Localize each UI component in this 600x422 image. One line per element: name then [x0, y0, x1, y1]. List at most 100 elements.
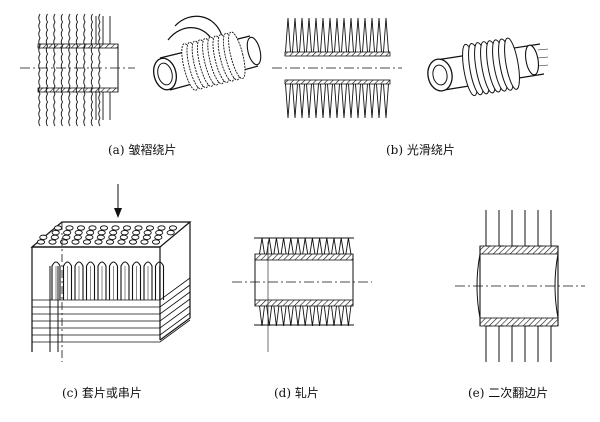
smooth-fin-bottom: [327, 83, 333, 119]
fin-hole: [143, 230, 152, 236]
rolled-fin-bottom: [273, 305, 280, 327]
fin-hole: [151, 239, 161, 245]
fin-hole: [119, 234, 128, 240]
fin-hole: [105, 239, 115, 245]
rolled-fin-bottom: [302, 305, 309, 327]
rolled-fin-top: [266, 237, 273, 255]
rolled-fin-bottom: [316, 305, 323, 327]
smooth-fin-bottom: [285, 83, 291, 119]
smooth-fin-bottom: [383, 83, 389, 119]
plate-edge: [32, 284, 191, 308]
rolled-fins: [259, 237, 352, 327]
crimped-fin: [83, 13, 86, 127]
rolled-fin-bottom: [259, 305, 265, 327]
tube-loop: [97, 261, 107, 300]
fin-hole: [155, 230, 164, 236]
smooth-fin-top: [306, 17, 312, 53]
tube-loop: [74, 261, 84, 300]
fin-hole: [154, 234, 163, 240]
caption-a: (a) 皱褶绕片: [108, 143, 177, 157]
fin-hole: [109, 230, 118, 236]
smooth-fin-bottom: [341, 83, 347, 119]
rolled-fin-bottom: [280, 305, 287, 327]
smooth-fin-top: [334, 17, 340, 53]
fin-hole: [50, 234, 59, 240]
fin-hole: [166, 230, 175, 236]
flanged-fins: [485, 210, 556, 362]
rolled-fin-top: [295, 237, 301, 255]
fin-hole: [59, 239, 69, 245]
smooth-fin-bottom: [362, 83, 368, 119]
tube-loop: [108, 261, 119, 300]
smooth-fin-bottom: [292, 83, 298, 119]
fin-hole: [53, 225, 63, 231]
diagram-a-section: [20, 13, 135, 127]
rolled-fin-top: [316, 237, 323, 255]
smooth-fins-b: [285, 17, 389, 119]
fin-hole: [74, 230, 83, 236]
rolled-fin-top: [338, 237, 345, 255]
fin-hole: [76, 225, 86, 231]
crimped-fin: [98, 13, 101, 127]
fin-hole: [131, 234, 140, 240]
smooth-fin-bottom: [320, 83, 326, 119]
smooth-fin-bottom: [334, 83, 340, 119]
crimped-fins-a: [38, 13, 111, 127]
rolled-fin-bottom: [331, 305, 337, 327]
smooth-fin-top: [362, 17, 368, 53]
fin-ring: [504, 37, 520, 90]
smooth-fin-top: [355, 17, 361, 53]
fin-hole: [82, 239, 92, 245]
smooth-fin-top: [376, 17, 382, 53]
crimped-fin: [38, 13, 41, 127]
smooth-fin-top: [341, 17, 347, 53]
caption-b: (b) 光滑绕片: [386, 143, 455, 157]
fin-hole: [120, 230, 129, 236]
crimped-fin: [90, 13, 94, 127]
rolled-fin-bottom: [295, 305, 301, 327]
crimped-fin-rings-3d: [181, 31, 246, 91]
rolled-fin-top: [309, 237, 316, 255]
rolled-fin-top: [323, 237, 330, 255]
fin-hole: [140, 239, 149, 245]
fin-hole: [128, 239, 138, 245]
crimped-fin: [53, 13, 56, 127]
smooth-fin-top: [327, 17, 333, 53]
fin-ring: [228, 31, 246, 80]
fin-hole: [63, 230, 72, 236]
smooth-fin-top: [299, 17, 305, 53]
fin-hole: [157, 225, 166, 231]
rolled-fin-bottom: [266, 305, 273, 327]
smooth-fin-bottom: [376, 83, 382, 119]
rolled-fin-top: [331, 237, 337, 255]
smooth-fin-bottom: [306, 83, 312, 119]
crimped-fin: [60, 13, 64, 127]
smooth-fin-bottom: [348, 83, 354, 119]
rolled-fin-top: [345, 237, 352, 255]
stacked-plates: [32, 277, 191, 343]
fin-hole: [51, 230, 60, 236]
fin-hole: [65, 225, 74, 231]
diagram-e-double-flange: [455, 210, 585, 362]
smooth-fin-top: [369, 17, 375, 53]
front-tube: [49, 266, 59, 352]
plate-edge: [32, 277, 191, 301]
caption-d: (d) 轧片: [274, 386, 319, 400]
plate-edge: [32, 298, 191, 322]
rolled-fin-bottom: [338, 305, 345, 327]
tube-loop: [85, 261, 96, 300]
crimped-fin: [45, 13, 49, 127]
fin-hole: [145, 225, 155, 231]
tube-loop: [131, 261, 142, 300]
smooth-fin-top: [320, 17, 326, 53]
smooth-fin-bottom: [355, 83, 361, 119]
fin-hole: [88, 225, 97, 231]
fin-hole: [134, 225, 143, 231]
fin-hole: [117, 239, 126, 245]
fin-holes: [36, 225, 178, 245]
fin-hole: [39, 234, 48, 240]
inserted-tubes: [49, 261, 165, 352]
tube-loop: [51, 261, 61, 300]
fin-hole: [99, 225, 109, 231]
